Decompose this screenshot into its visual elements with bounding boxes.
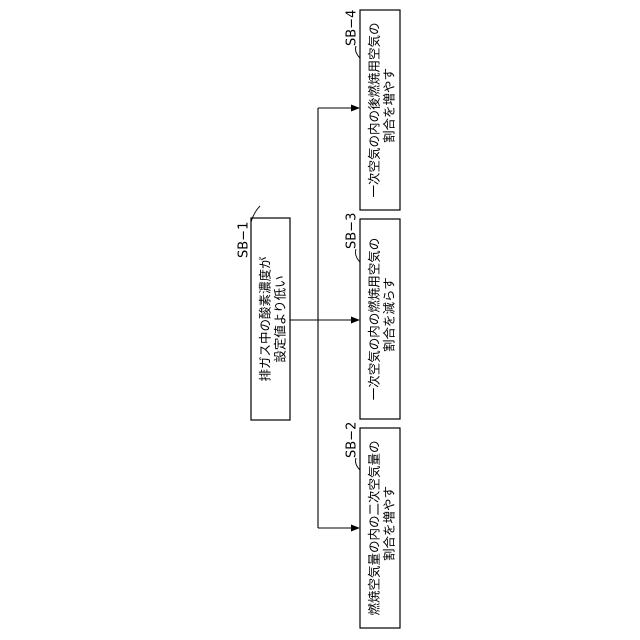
step-sb1-id: SB−1 bbox=[237, 222, 252, 258]
step-sb1: 排ガス中の酸素濃度が 設定値より低い SB−1 bbox=[237, 206, 291, 420]
connectors bbox=[290, 105, 360, 532]
step-sb4-line-1: 一次空気の内の後燃焼用空気の bbox=[367, 22, 382, 197]
step-sb2: 燃焼空気量の内の二次空気量の 割合を増やす SB−2 bbox=[345, 422, 401, 628]
step-sb3-line-2: 割合を減らす bbox=[382, 277, 397, 352]
step-sb3-line-1: 一次空気の内の燃焼用空気の bbox=[367, 238, 382, 401]
arrowhead-sb2 bbox=[351, 525, 360, 532]
step-sb3: 一次空気の内の燃焼用空気の 割合を減らす SB−3 bbox=[345, 213, 401, 419]
step-sb1-line-1: 排ガス中の酸素濃度が bbox=[258, 256, 273, 382]
step-sb1-line-2: 設定値より低い bbox=[273, 275, 288, 362]
step-sb4-line-2: 割合を増やす bbox=[382, 68, 397, 143]
step-sb3-leader bbox=[356, 249, 361, 262]
step-sb4-id: SB−4 bbox=[345, 10, 360, 46]
arrowhead-sb3 bbox=[351, 317, 360, 324]
arrowhead-sb4 bbox=[351, 105, 360, 112]
step-sb2-line-1: 燃焼空気量の内の二次空気量の bbox=[367, 440, 382, 615]
step-sb3-id: SB−3 bbox=[345, 213, 360, 249]
step-sb2-id: SB−2 bbox=[345, 422, 360, 458]
step-sb4-leader bbox=[356, 46, 361, 58]
step-sb2-leader bbox=[356, 458, 361, 470]
step-sb2-line-2: 割合を増やす bbox=[382, 486, 397, 561]
